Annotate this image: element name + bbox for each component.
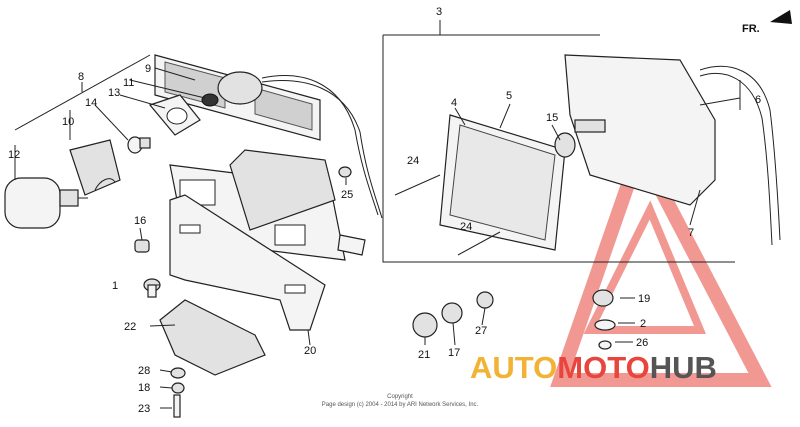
callout-23: 23 (138, 403, 150, 415)
bracket-part (169, 194, 326, 331)
front-direction-indicator: FR. (742, 10, 792, 35)
bulb-part (127, 136, 151, 154)
callout-14: 14 (85, 97, 97, 109)
callout-4: 4 (451, 97, 457, 109)
callout-26: 26 (636, 337, 648, 349)
callout-numbers: 3 8 9 11 13 14 10 12 4 5 15 6 7 24 24 25… (8, 6, 761, 415)
license-socket (201, 71, 383, 219)
callout-21: 21 (418, 349, 430, 361)
copyright-line-2: Page design (c) 2004 - 2014 by ARI Netwo… (322, 402, 479, 408)
callout-27: 27 (475, 325, 487, 337)
callout-2: 2 (640, 318, 646, 330)
turn-signal-part (4, 139, 121, 229)
direction-label: FR. (742, 23, 760, 35)
guard-part (159, 299, 266, 376)
assembly-3-outline (382, 20, 735, 263)
watermark-part-2: MOTO (557, 350, 649, 385)
callout-15: 15 (546, 112, 558, 124)
callout-13: 13 (108, 87, 120, 99)
watermark-text: AUTOMOTOHUB (470, 350, 717, 385)
callout-6: 6 (755, 94, 761, 106)
copyright-line-1: Copyright (387, 394, 413, 400)
callout-17: 17 (448, 347, 460, 359)
callout-28: 28 (138, 365, 150, 377)
callout-1: 1 (112, 280, 118, 292)
callout-8: 8 (78, 71, 84, 83)
callout-22: 22 (124, 321, 136, 333)
callout-20: 20 (304, 345, 316, 357)
callout-10: 10 (62, 116, 74, 128)
watermark-word: AUTOMOTOHUB (470, 350, 717, 385)
gasket-part (148, 94, 201, 136)
callout-9: 9 (145, 63, 151, 75)
tail-lens-part (394, 114, 566, 256)
copyright-notice: Copyright Page design (c) 2004 - 2014 by… (322, 394, 479, 408)
callout-25: 25 (341, 189, 353, 201)
callout-16: 16 (134, 215, 146, 227)
watermark-part-3: HUB (650, 350, 717, 385)
callout-19: 19 (638, 293, 650, 305)
fasteners (134, 166, 616, 418)
callout-5: 5 (506, 90, 512, 102)
watermark-logo-triangle (550, 132, 772, 387)
callout-18: 18 (138, 382, 150, 394)
callout-24-lower: 24 (460, 221, 472, 233)
callout-3: 3 (436, 6, 442, 18)
callout-12: 12 (8, 149, 20, 161)
callout-leader-lines (14, 54, 741, 409)
callout-24-upper: 24 (407, 155, 419, 167)
watermark-part-1: AUTO (470, 350, 557, 385)
callout-11: 11 (123, 77, 134, 89)
callout-7: 7 (688, 227, 694, 239)
